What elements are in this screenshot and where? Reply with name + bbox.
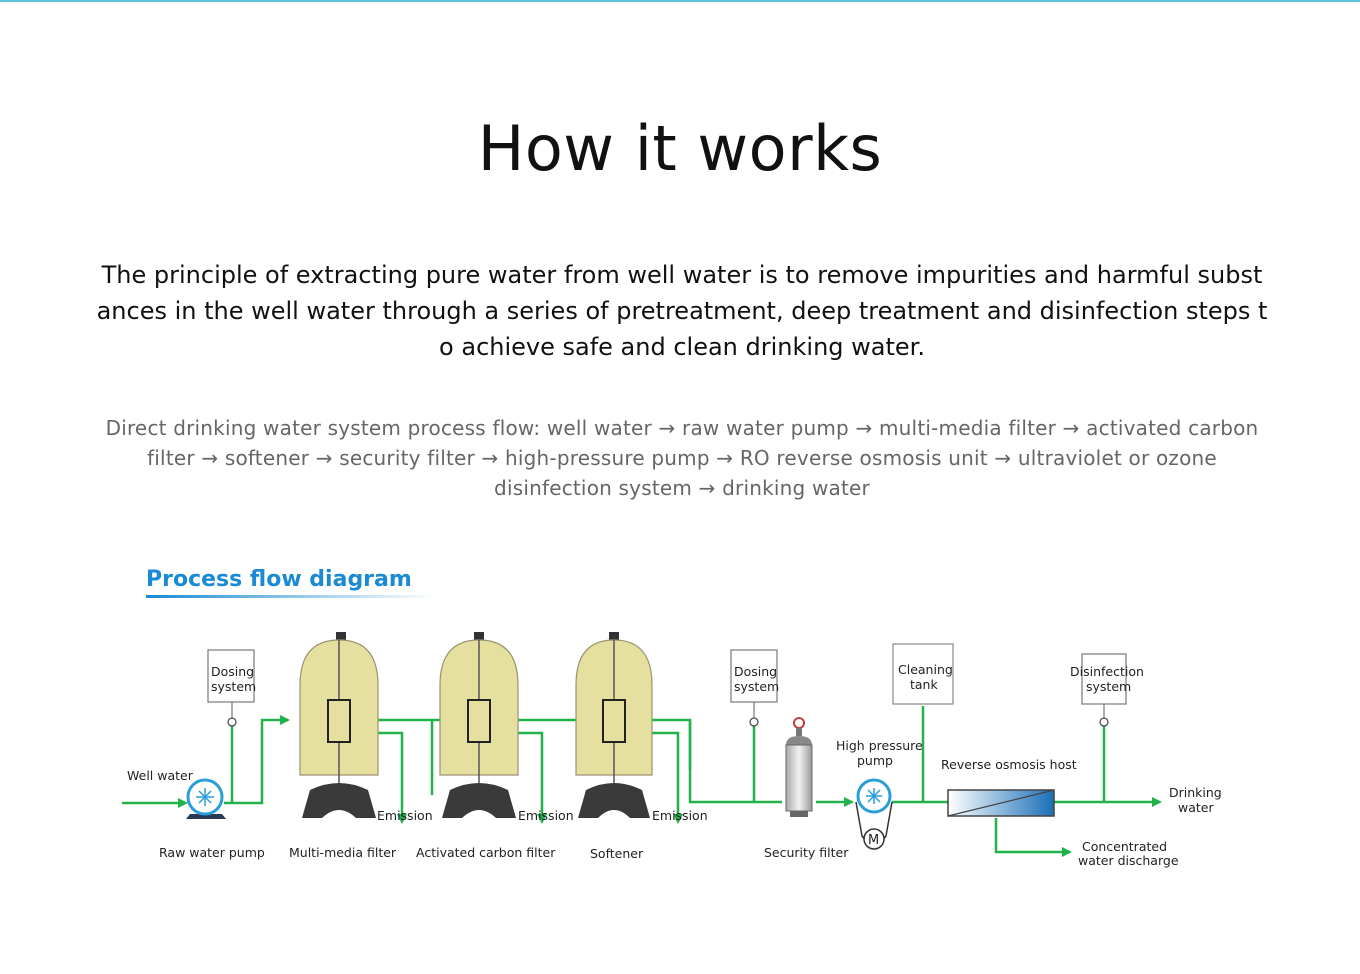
process-flow-diagram: Process flow diagram Well water <box>122 567 1222 868</box>
label-emission-1: Emission <box>377 808 433 823</box>
label-multi-media-filter: Multi-media filter <box>289 845 397 860</box>
diagram-title: Process flow diagram <box>146 567 412 592</box>
page-title: How it works <box>477 112 883 185</box>
disinfection-system-icon <box>1081 653 1127 727</box>
activated-carbon-filter-tank-icon <box>439 632 519 818</box>
motor-label: M <box>868 833 879 848</box>
label-dosing-1-line2: system <box>211 679 256 694</box>
diagram-title-underline <box>146 595 436 598</box>
label-hp-pump-line2: pump <box>857 753 893 768</box>
label-raw-water-pump: Raw water pump <box>159 845 265 860</box>
intro-paragraph: The principle of extracting pure water f… <box>96 261 1268 361</box>
softener-tank-icon <box>575 632 653 818</box>
security-filter-icon <box>785 717 813 817</box>
top-accent-rule <box>0 0 1360 2</box>
dosing-system-1-icon <box>207 649 255 727</box>
label-ro-host: Reverse osmosis host <box>941 757 1077 772</box>
label-emission-2: Emission <box>518 808 574 823</box>
label-emission-3: Emission <box>652 808 708 823</box>
label-concentrated-line2: water discharge <box>1078 853 1179 868</box>
label-hp-pump-line1: High pressure <box>836 738 923 753</box>
reverse-osmosis-membrane-icon <box>947 789 1055 817</box>
label-dosing-2-line1: Dosing <box>734 664 777 679</box>
label-concentrated-line1: Concentrated <box>1082 839 1167 854</box>
label-security-filter: Security filter <box>764 845 849 860</box>
cleaning-tank-icon <box>892 643 954 705</box>
raw-water-pump-icon <box>186 778 226 819</box>
label-disinfection-line2: system <box>1086 679 1131 694</box>
multi-media-filter-tank-icon <box>299 632 379 818</box>
dosing-system-2-icon <box>730 649 778 727</box>
label-disinfection-line1: Disinfection <box>1070 664 1144 679</box>
label-dosing-1-line1: Dosing <box>211 664 254 679</box>
label-softener: Softener <box>590 846 644 861</box>
label-activated-carbon-filter: Activated carbon filter <box>416 845 556 860</box>
high-pressure-pump-icon <box>855 778 893 850</box>
label-drinking-line1: Drinking <box>1169 785 1222 800</box>
label-dosing-2-line2: system <box>734 679 779 694</box>
label-drinking-line2: water <box>1178 800 1214 815</box>
label-cleaning-line2: tank <box>910 677 938 692</box>
label-well-water: Well water <box>127 768 194 783</box>
label-cleaning-line1: Cleaning <box>898 662 953 677</box>
process-flow-text: Direct drinking water system process flo… <box>105 416 1259 500</box>
